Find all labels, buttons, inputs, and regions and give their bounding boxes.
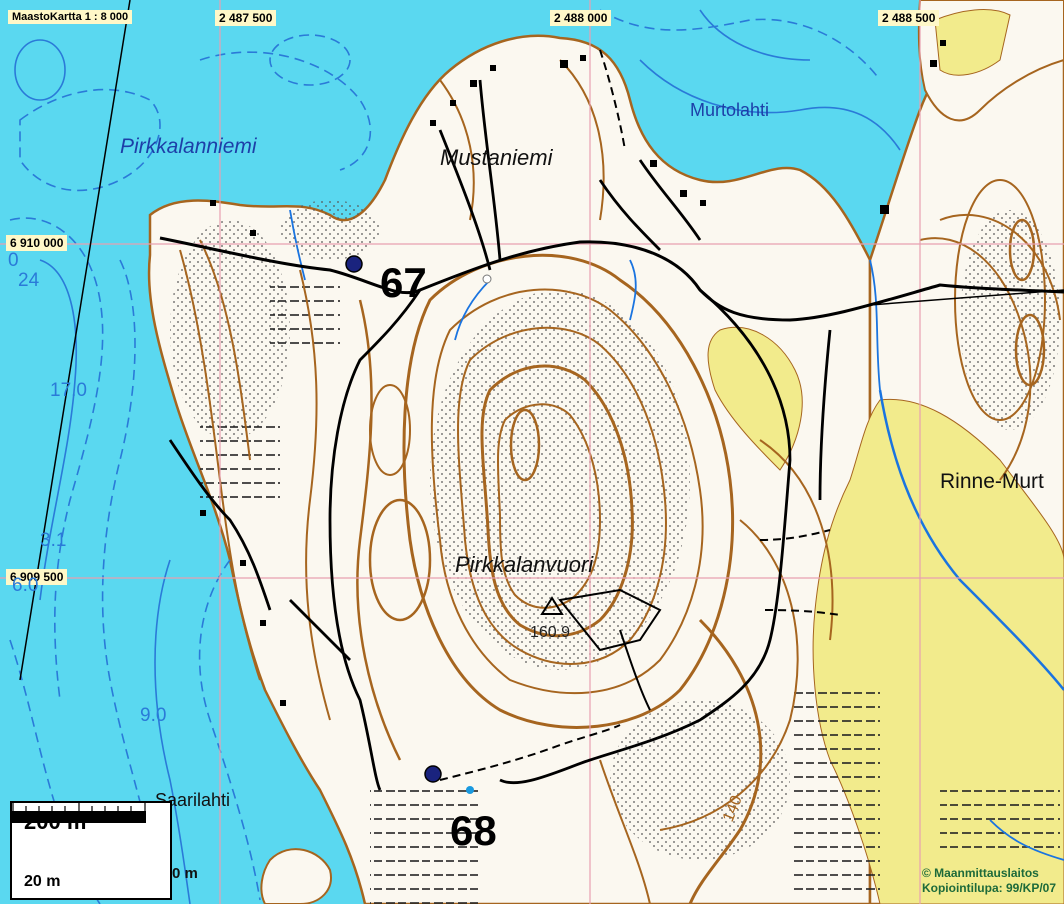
map-title: MaastoKartta 1 : 8 000 <box>8 10 133 24</box>
grid-label-x3: 2 488 500 <box>878 10 940 26</box>
grid-label-y1: 6 910 000 <box>6 235 68 251</box>
elevation-contours <box>179 59 1061 904</box>
place-rinne-murt: Rinne-Murt <box>940 470 1044 493</box>
checkpoint-68-dot[interactable] <box>424 765 442 783</box>
marsh <box>940 780 1060 850</box>
scale-ruler <box>12 803 146 823</box>
copyright-line-1: © Maanmittauslaitos <box>921 866 1039 880</box>
scale-bar: 200 m 20 m <box>10 801 172 900</box>
copyright-notice: © Maanmittauslaitos Kopiointilupa: 99/KP… <box>922 866 1056 896</box>
spring-icon <box>466 786 474 794</box>
checkpoint-67-dot[interactable] <box>345 255 363 273</box>
benchmark-icon <box>482 274 492 284</box>
grid-label-x2: 2 488 000 <box>550 10 612 26</box>
trails <box>439 49 841 781</box>
checkpoint-67-label[interactable]: 67 <box>380 259 427 306</box>
marsh <box>200 420 280 510</box>
power-line <box>19 0 131 681</box>
summit-elevation: 160.9 <box>530 624 571 641</box>
depth-0: 0 <box>8 250 19 271</box>
place-saarilahti: Saarilahti <box>155 790 231 810</box>
summit-triangle-icon <box>540 596 564 615</box>
grid-label-x1: 2 487 500 <box>215 10 277 26</box>
field-area-ne <box>934 9 1011 76</box>
southern-island <box>260 848 332 904</box>
checkpoint-68-label[interactable]: 68 <box>450 807 497 854</box>
depth-contours <box>9 9 901 904</box>
depth-9-0: 9.0 <box>140 705 167 726</box>
place-pirkkalanvuori: Pirkkalanvuori <box>455 552 594 577</box>
depth-3-1: 3.1 <box>40 530 67 551</box>
scale-sub-label: 20 m <box>24 873 61 890</box>
place-pirkkalanniemi: Pirkkalanniemi <box>120 135 257 158</box>
depth-6-0: 6.0 <box>12 575 39 596</box>
streams <box>289 209 1064 861</box>
grid-label-y2: 6 909 500 <box>6 569 68 585</box>
copyright-line-2: Kopiointilupa: 99/KP/07 <box>921 881 1056 895</box>
rocky-shore <box>280 200 380 260</box>
marsh <box>790 690 880 890</box>
roads <box>159 79 1064 791</box>
field-area <box>707 326 803 471</box>
power-line-east <box>869 289 1064 306</box>
buildings <box>200 40 946 706</box>
depth-24: 24 <box>18 270 40 291</box>
marsh <box>370 780 480 904</box>
rocky-south <box>610 700 790 860</box>
place-murtolahti: Murtolahti <box>690 100 770 120</box>
depth-17: 17.0 <box>50 380 87 401</box>
scale-partial-label: 0 m <box>172 865 198 882</box>
place-mustaniemi: Mustaniemi <box>440 145 553 170</box>
